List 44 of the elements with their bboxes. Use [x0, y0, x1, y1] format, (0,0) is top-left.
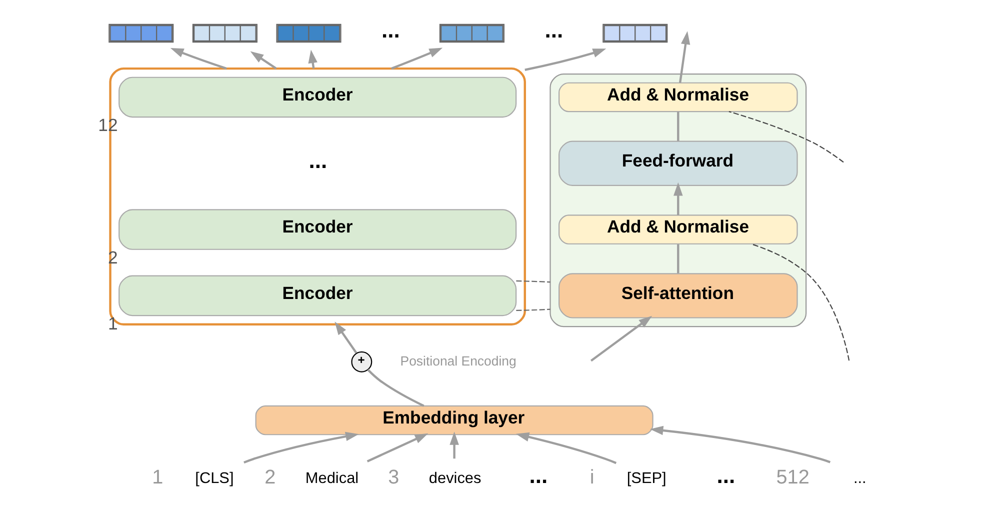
- arrow: [250, 50, 277, 69]
- arrow: [334, 321, 358, 354]
- label: 512: [776, 466, 810, 488]
- node-box: Feed-forward: [558, 140, 798, 186]
- arrow: [450, 431, 459, 458]
- arrow: [516, 432, 617, 464]
- label: ...: [308, 147, 328, 172]
- arrow: [590, 315, 652, 362]
- node-box: Add & Normalise: [558, 214, 798, 244]
- arrow: [244, 431, 359, 464]
- connector: [367, 368, 424, 406]
- node-text: Medical: [305, 469, 359, 486]
- arrow: [674, 182, 683, 215]
- node-circle: +: [351, 350, 372, 372]
- label: i: [590, 466, 594, 488]
- node-text: ...: [853, 469, 866, 486]
- connector: [516, 280, 550, 282]
- arrow: [391, 47, 443, 70]
- connector: [677, 244, 680, 273]
- node-text: [SEP]: [626, 469, 666, 486]
- arrow: [524, 48, 606, 70]
- connector: [750, 242, 850, 360]
- arrow: [170, 48, 227, 70]
- arrow: [366, 432, 428, 462]
- node-box: Encoder: [118, 208, 517, 250]
- node-box: Add & Normalise: [558, 82, 798, 112]
- arrow: [650, 425, 831, 463]
- label: ...: [382, 17, 400, 42]
- label: ...: [529, 462, 548, 488]
- node-box: Encoder: [118, 76, 517, 118]
- node-text: devices: [428, 469, 482, 486]
- connector: [728, 110, 844, 162]
- label: ...: [716, 462, 736, 488]
- node-box: Encoder: [118, 274, 517, 316]
- connector: [677, 111, 680, 140]
- arrow: [678, 30, 690, 82]
- node-text: [CLS]: [195, 469, 234, 486]
- label: ...: [544, 17, 564, 42]
- label: 1: [152, 466, 164, 488]
- node-label: Positional Encoding: [400, 352, 516, 368]
- node-box: Self-attention: [558, 272, 798, 318]
- label: 2: [264, 466, 276, 488]
- label: 3: [388, 466, 400, 488]
- node-box: Embedding layer: [255, 404, 654, 435]
